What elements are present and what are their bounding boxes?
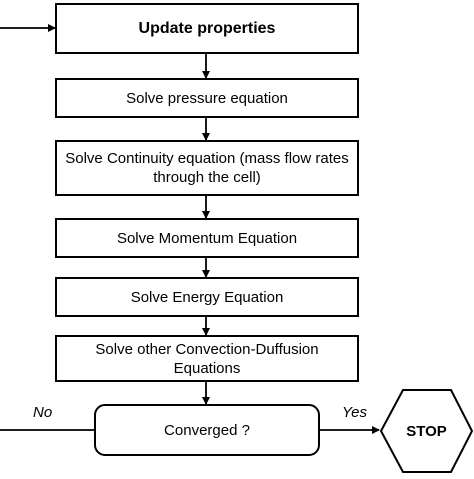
stop-terminal: STOP (379, 388, 474, 474)
no-branch-label: No (33, 404, 53, 421)
step-solve-pressure: Solve pressure equation (55, 78, 359, 118)
stop-label: STOP (406, 422, 447, 440)
step-solve-momentum: Solve Momentum Equation (55, 218, 359, 258)
yes-branch-label: Yes (342, 404, 368, 421)
octagon-shape (379, 389, 474, 473)
step-solve-continuity: Solve Continuity equation (mass flow rat… (55, 140, 359, 196)
decision-converged: Converged ? (94, 404, 320, 456)
step-solve-energy: Solve Energy Equation (55, 277, 359, 317)
step-update-properties: Update properties (55, 3, 359, 54)
step-solve-other: Solve other Convection-Duffusion Equatio… (55, 335, 359, 382)
